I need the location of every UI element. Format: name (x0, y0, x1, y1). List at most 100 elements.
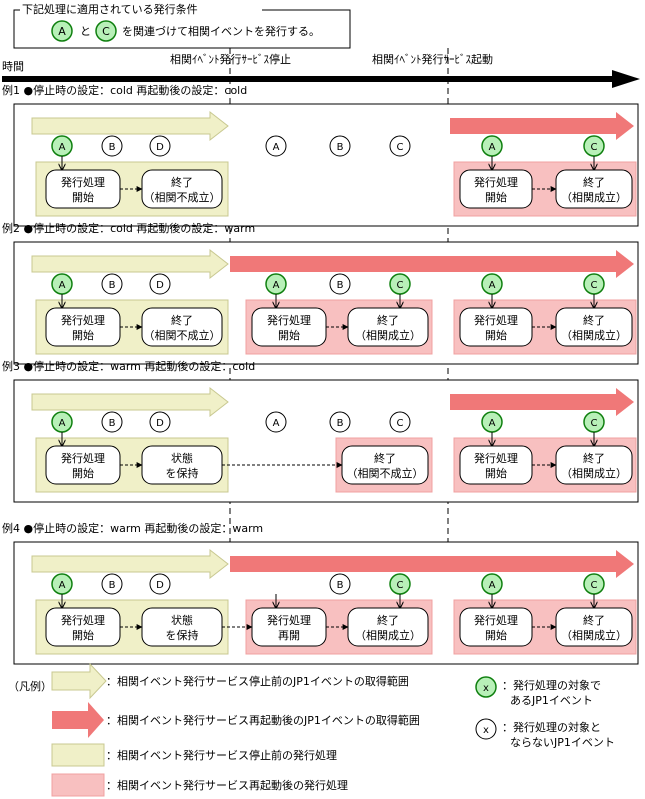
event-label: D (156, 418, 164, 429)
event-icon (329, 573, 351, 595)
mid-node-end-line-1: 終了 (377, 613, 399, 627)
event-icon (265, 135, 287, 157)
pre-range-arrow (31, 110, 229, 142)
event-label: A (273, 142, 280, 153)
post-range-arrow (450, 388, 634, 416)
legend-nontarget-line-1: ：発行処理の対象と (502, 720, 601, 734)
legend: （凡例） ：相関イベント発行サービス停止前のJP1イベントの取得範囲 ：相関イベ… (8, 662, 615, 797)
legend-item-3: ：相関イベント発行サービス停止前の発行処理 (106, 748, 337, 762)
event-icon (101, 135, 123, 157)
legend-target-line-1: ：発行処理の対象で (502, 678, 601, 692)
cond-text: を関連づけて相関イベントを発行する。 (122, 24, 320, 38)
cond-joiner: と (80, 25, 91, 38)
time-label: 時間 (2, 60, 24, 73)
cond-event-2: C (102, 25, 110, 38)
mid-node-end-line-1: 終了 (377, 313, 399, 327)
event-label: C (591, 280, 598, 291)
legend-item-2: ：相関イベント発行サービス再起動後のJP1イベントの取得範囲 (106, 713, 420, 727)
event-icon (149, 573, 171, 595)
timeline-arrowhead (612, 70, 640, 88)
event-label: C (397, 142, 404, 153)
event-icon (329, 135, 351, 157)
post-node-end-line-1: 終了 (583, 313, 605, 327)
event-icon (329, 411, 351, 433)
restart-label: 相関ｲﾍﾞﾝﾄ発行ｻｰﾋﾞｽ起動 (372, 52, 493, 66)
timeline-bar (2, 76, 614, 82)
event-label: A (489, 142, 496, 153)
condition-title: 下記処理に適用されている発行条件 (22, 2, 198, 16)
event-label: C (591, 580, 598, 591)
pre-node-start-line-2: 開始 (72, 628, 94, 642)
post-node-start-line-1: 発行処理 (474, 175, 518, 189)
pre-node-start-line-1: 発行処理 (61, 175, 105, 189)
event-label: D (156, 580, 164, 591)
event-icon (101, 573, 123, 595)
event-icon (149, 135, 171, 157)
pre-node-start-line-1: 発行処理 (61, 613, 105, 627)
post-node-end-line-2: （相関成立） (561, 190, 627, 204)
event-icon (149, 411, 171, 433)
event-label: B (337, 580, 344, 591)
mid-node-end-line-2: （相関成立） (355, 628, 421, 642)
pre-node-end-line-2: （相関不成立） (144, 190, 221, 204)
post-node-end-line-2: （相関成立） (561, 466, 627, 480)
event-label: A (273, 280, 280, 291)
event-icon (389, 135, 411, 157)
event-label: C (397, 280, 404, 291)
legend-item-4: ：相関イベント発行サービス再起動後の発行処理 (106, 778, 348, 792)
pre-range-arrow (31, 386, 229, 418)
cond-event-1: A (58, 25, 66, 38)
pre-node-end-line-2: （相関不成立） (144, 328, 221, 342)
event-label: B (337, 280, 344, 291)
legend-pre-process-swatch (51, 743, 105, 767)
event-label: D (156, 280, 164, 291)
event-label: A (273, 418, 280, 429)
mid-node-start-line-2: 開始 (278, 328, 300, 342)
event-c-icon (95, 20, 117, 42)
legend-post-range-arrow (52, 702, 104, 738)
example-heading: 例4 ●停止時の設定：warm 再起動後の設定：warm (2, 521, 263, 535)
post-node-start-line-2: 開始 (485, 466, 507, 480)
legend-pre-range-arrow (51, 662, 107, 700)
mid-node-end-line-2: （相関不成立） (347, 466, 424, 480)
post-node-start-line-2: 開始 (485, 628, 507, 642)
event-icon (101, 411, 123, 433)
event-label: A (59, 580, 66, 591)
event-label: A (59, 142, 66, 153)
event-icon (389, 411, 411, 433)
post-range-arrow (230, 550, 634, 578)
event-label: B (109, 280, 116, 291)
legend-title: （凡例） (8, 679, 52, 693)
post-node-start-line-1: 発行処理 (474, 313, 518, 327)
condition-panel: 下記処理に適用されている発行条件 A と C を関連づけて相関イベントを発行する… (13, 2, 351, 49)
event-label: B (337, 142, 344, 153)
event-icon (265, 411, 287, 433)
post-node-end-line-1: 終了 (583, 175, 605, 189)
event-label: B (337, 418, 344, 429)
event-label: A (489, 580, 496, 591)
post-node-end-line-1: 終了 (583, 451, 605, 465)
pre-node-start-line-2: 開始 (72, 328, 94, 342)
post-node-start-line-2: 開始 (485, 328, 507, 342)
event-icon (101, 273, 123, 295)
post-node-start-line-1: 発行処理 (474, 613, 518, 627)
event-label: B (109, 418, 116, 429)
pre-node-end-line-1: 状態 (171, 613, 193, 627)
legend-target-event-icon (475, 676, 497, 698)
legend-nontarget-event-icon (475, 718, 497, 740)
pre-node-start-line-1: 発行処理 (61, 451, 105, 465)
event-label: C (591, 418, 598, 429)
pre-node-start-line-2: 開始 (72, 466, 94, 480)
post-node-start-line-2: 開始 (485, 190, 507, 204)
mid-node-end-line-1: 終了 (374, 451, 396, 465)
event-icon (329, 273, 351, 295)
post-range-arrow (450, 112, 634, 140)
pre-node-end-line-1: 終了 (171, 175, 193, 189)
event-label: C (397, 580, 404, 591)
post-node-start-line-1: 発行処理 (474, 451, 518, 465)
event-icon (149, 273, 171, 295)
